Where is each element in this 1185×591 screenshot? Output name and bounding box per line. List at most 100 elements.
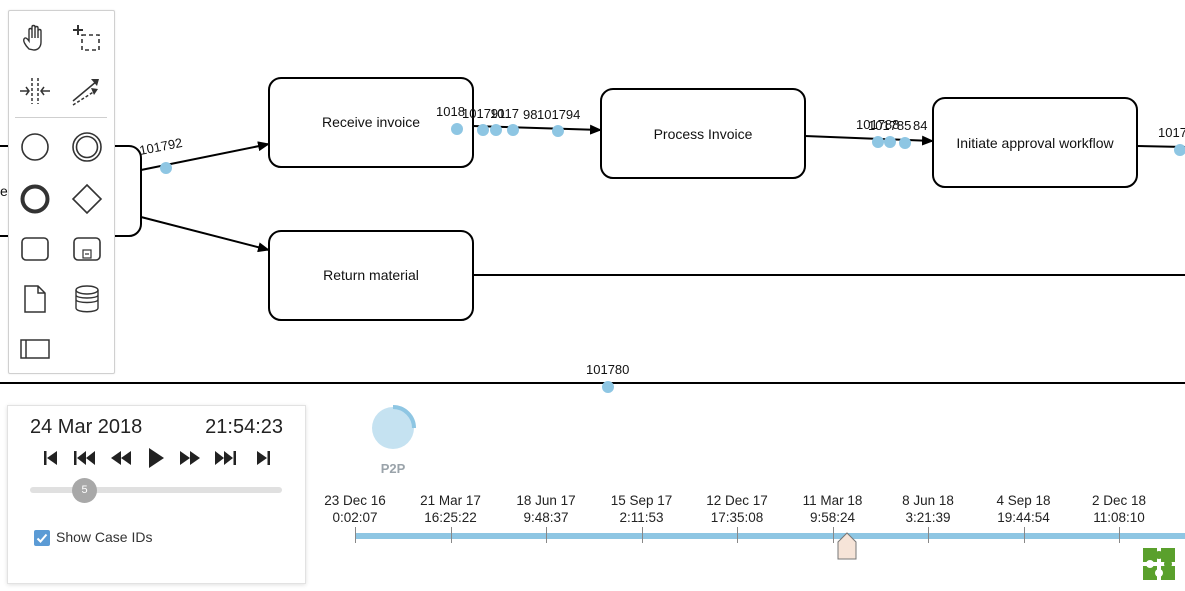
case-token[interactable] (451, 123, 463, 135)
case-token[interactable] (872, 136, 884, 148)
timeline-tick-date: 4 Sep 18 (996, 493, 1051, 508)
timeline-tick-date: 11 Mar 18 (802, 493, 863, 508)
case-id-label: 101785 (868, 118, 912, 133)
timeline-tick-label: 21 Mar 17 16:25:22 (401, 492, 501, 526)
data-store-icon[interactable] (69, 281, 105, 317)
timeline-track[interactable] (355, 533, 1185, 539)
case-token[interactable] (1174, 144, 1185, 156)
case-token[interactable] (477, 124, 489, 136)
timeline-tick-label: 15 Sep 17 2:11:53 (592, 492, 692, 526)
check-icon (36, 533, 48, 543)
timeline-tick-label: 12 Dec 17 17:35:08 (687, 492, 787, 526)
timeline-tick-label: 4 Sep 18 19:44:54 (974, 492, 1074, 526)
connect-tool-icon[interactable] (69, 73, 105, 109)
current-time: 21:54:23 (205, 416, 283, 438)
flow-to-initiate-approval[interactable] (804, 135, 934, 146)
task-label-partial: e (0, 183, 8, 199)
timeline-tick-mark (1119, 527, 1120, 543)
timeline-tick-time: 0:02:07 (332, 510, 378, 525)
timeline-tick-date: 21 Mar 17 (420, 493, 481, 508)
timeline-tick-label: 23 Dec 16 0:02:07 (305, 492, 405, 526)
case-token[interactable] (160, 162, 172, 174)
bpmn-diagram-canvas[interactable] (0, 0, 1185, 395)
log-progress-arc (392, 405, 416, 429)
speed-slider-track[interactable] (30, 487, 282, 493)
case-id-label: 101791 (462, 106, 506, 121)
bpmn-palette (8, 10, 115, 374)
timeline-tick-mark (832, 527, 834, 543)
flow-to-return-material[interactable] (140, 216, 270, 253)
case-token[interactable] (884, 136, 896, 148)
timeline-tick-date: 23 Dec 16 (324, 493, 386, 508)
end-event-icon[interactable] (17, 181, 53, 217)
skip-to-start-icon[interactable] (38, 446, 64, 470)
timeline-tick-date: 15 Sep 17 (610, 493, 673, 508)
receive-invoice-task-shape[interactable] (268, 77, 474, 168)
case-token[interactable] (899, 137, 911, 149)
case-id-label: 98 (523, 107, 538, 122)
timeline-tick-mark (450, 527, 452, 543)
case-id-label: 84 (913, 118, 928, 133)
task-label-return-material: Return material (323, 267, 419, 283)
case-token[interactable] (602, 381, 614, 393)
timeline-tick-mark (1023, 527, 1025, 543)
data-object-icon[interactable] (17, 281, 53, 317)
show-case-ids-checkbox[interactable] (34, 530, 50, 546)
case-token[interactable] (507, 124, 519, 136)
puzzle-logo-icon (1142, 547, 1176, 586)
case-id-label: 1017 (1158, 125, 1185, 140)
log-progress-indicator[interactable] (369, 403, 419, 453)
skip-to-end-icon[interactable] (250, 446, 276, 470)
timeline-tick-time: 11:08:10 (1093, 510, 1145, 525)
step-backward-icon[interactable] (72, 446, 98, 470)
gateway-icon[interactable] (69, 181, 105, 217)
timeline-tick-mark (737, 527, 738, 543)
log-name-label: P2P (380, 461, 406, 476)
case-id-label: 1017 (490, 106, 519, 121)
case-id-label: 101780 (586, 362, 630, 377)
palette-separator (15, 117, 107, 118)
timeline-tick-date: 2 Dec 18 (1091, 493, 1147, 508)
timeline-tick-label: 18 Jun 17 9:48:37 (496, 492, 596, 526)
current-date: 24 Mar 2018 (30, 416, 143, 438)
timeline-tick-time: 9:48:37 (523, 510, 569, 525)
hand-tool-icon[interactable] (17, 21, 53, 57)
step-forward-icon[interactable] (212, 446, 238, 470)
pool-icon[interactable] (17, 331, 53, 367)
timeline-tick-label: 2 Dec 18 11:08:10 (1069, 492, 1169, 526)
speed-slider-thumb[interactable]: 5 (72, 478, 97, 503)
timeline-tick-time: 19:44:54 (997, 510, 1050, 525)
timeline-tick-time: 17:35:08 (710, 510, 764, 525)
task-icon[interactable] (17, 231, 53, 267)
intermediate-event-icon[interactable] (69, 129, 105, 165)
subprocess-icon[interactable] (69, 231, 105, 267)
play-icon[interactable] (143, 446, 169, 470)
timeline-tick-date: 8 Jun 18 (902, 493, 954, 508)
animation-player-panel: 24 Mar 2018 21:54:23 5 Show Case IDs (7, 405, 306, 584)
fast-forward-icon[interactable] (177, 446, 203, 470)
task-label-receive-invoice: Receive invoice (321, 114, 421, 130)
case-id-label: 1018 (436, 104, 465, 119)
case-token[interactable] (490, 124, 502, 136)
timeline-tick-date: 12 Dec 17 (706, 493, 768, 508)
timeline-tick-date: 18 Jun 17 (516, 493, 576, 508)
timeline-tick-time: 2:11:53 (619, 510, 664, 525)
task-label-process-invoice: Process Invoice (653, 126, 753, 142)
lasso-tool-icon[interactable] (69, 21, 105, 57)
rewind-icon[interactable] (108, 446, 134, 470)
space-tool-icon[interactable] (17, 73, 53, 109)
timeline-tick-mark (546, 527, 547, 543)
start-event-icon[interactable] (17, 129, 53, 165)
timeline-tick-time: 3:21:39 (905, 510, 951, 525)
timeline-tick-mark (355, 527, 356, 543)
timeline-tick-time: 16:25:22 (424, 510, 477, 525)
case-id-label: 101794 (537, 107, 581, 122)
case-token[interactable] (552, 125, 564, 137)
timeline-tick-mark (928, 527, 929, 543)
timeline-tick-label: 8 Jun 18 3:21:39 (878, 492, 978, 526)
task-label-initiate-approval: Initiate approval workflow (956, 135, 1114, 151)
timeline-position-marker[interactable] (836, 532, 858, 565)
timeline-tick-mark (641, 527, 643, 543)
case-id-label: 101788 (856, 117, 900, 132)
